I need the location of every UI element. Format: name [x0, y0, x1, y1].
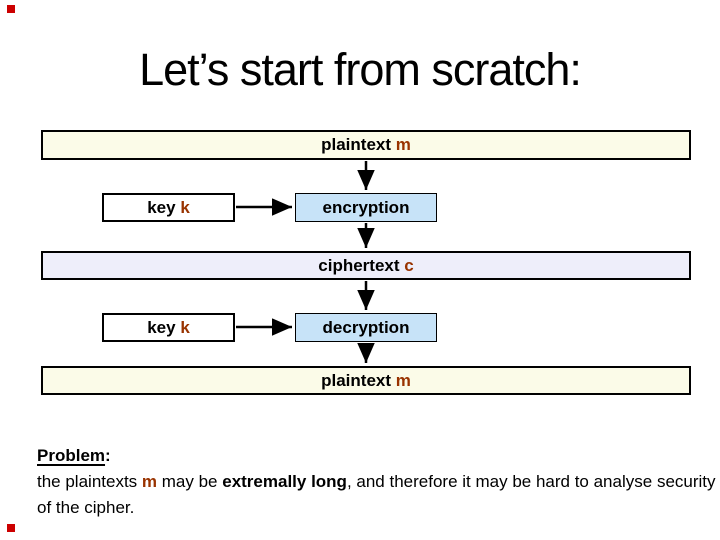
- encryption-label: encryption: [322, 197, 410, 217]
- corner-marker-bottom-left: [7, 524, 15, 532]
- problem-heading: Problem:: [37, 446, 111, 465]
- plaintext-top-var: m: [395, 135, 411, 154]
- key-top-box: key k: [102, 193, 235, 222]
- key-bottom-var: k: [180, 317, 190, 337]
- key-top-var: k: [180, 197, 190, 217]
- problem-text-pre: the plaintexts: [37, 472, 142, 491]
- ciphertext-var: c: [404, 255, 414, 275]
- problem-text-bold: extremally long: [222, 472, 347, 491]
- key-top-label: key: [147, 197, 181, 217]
- problem-var-m: m: [141, 472, 158, 491]
- plaintext-bottom-var: m: [395, 370, 411, 390]
- problem-text-end: security of the cipher.: [37, 472, 716, 517]
- plaintext-bottom-label: plaintext: [321, 370, 396, 390]
- corner-marker-top-left: [7, 5, 15, 13]
- key-bottom-label: key: [147, 317, 181, 337]
- problem-text-post: , and therefore it may be hard to analys…: [346, 472, 653, 491]
- encryption-box: encryption: [295, 193, 437, 222]
- decryption-label: decryption: [322, 317, 410, 337]
- ciphertext-box: ciphertext c: [41, 251, 691, 280]
- plaintext-bottom-box: plaintext m: [41, 366, 691, 395]
- problem-text-mid: may be: [157, 472, 223, 491]
- problem-note: Problem: the plaintexts m may be extrema…: [37, 443, 717, 521]
- slide-title: Let’s start from scratch:: [139, 44, 582, 95]
- decryption-box: decryption: [295, 313, 437, 342]
- key-bottom-box: key k: [102, 313, 235, 342]
- plaintext-top-label: plaintext: [321, 135, 396, 154]
- plaintext-top-box: plaintext m: [41, 130, 691, 160]
- ciphertext-label: ciphertext: [318, 255, 405, 275]
